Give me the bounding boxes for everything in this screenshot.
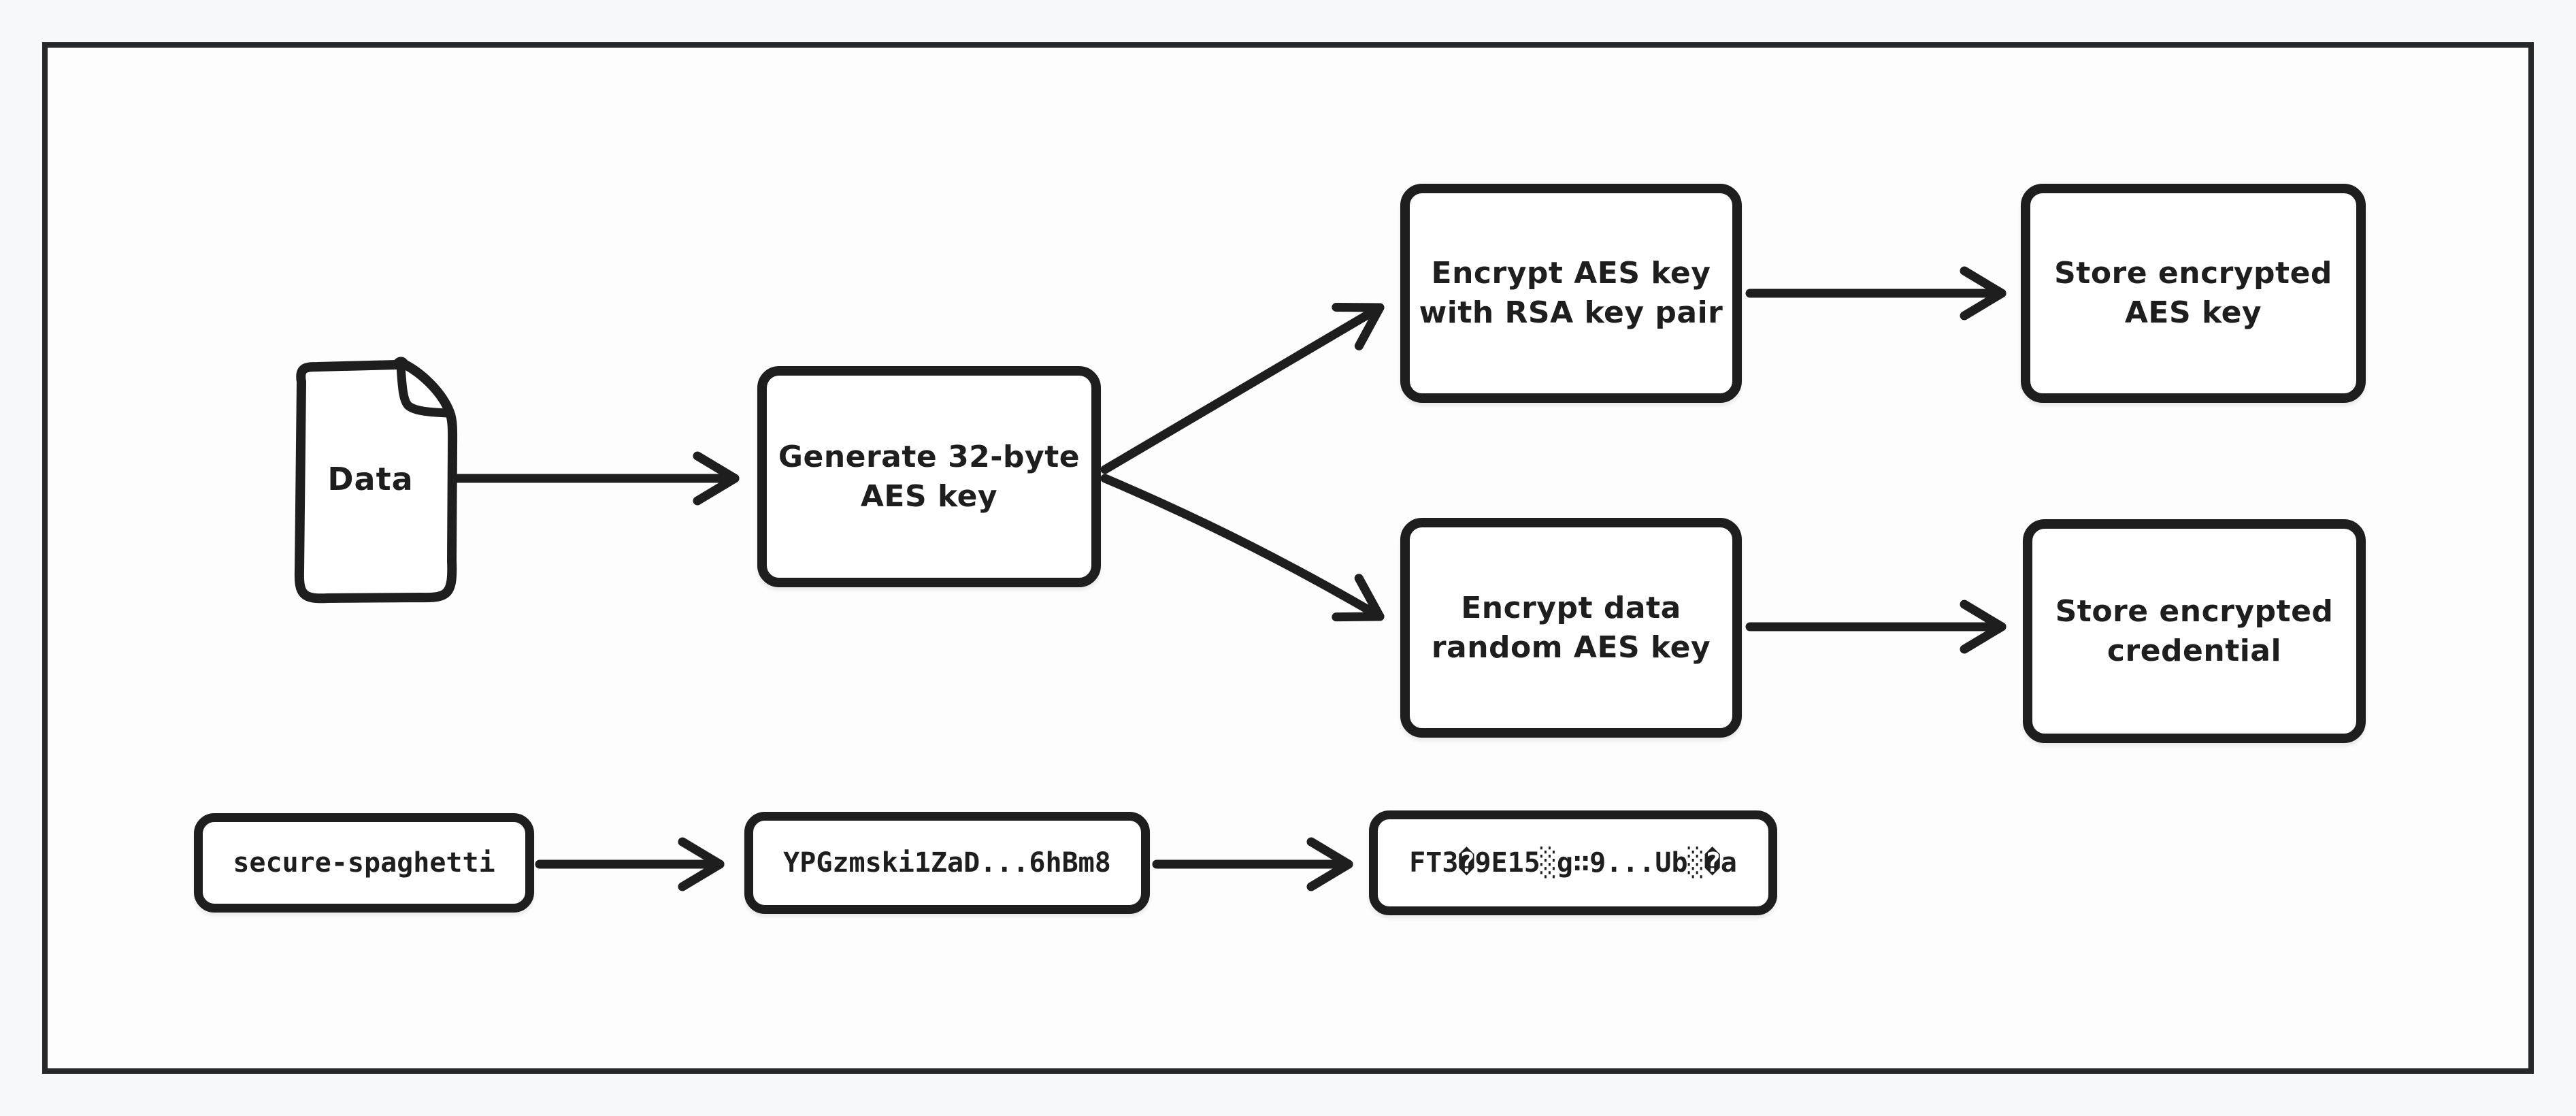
node-label-line: AES key bbox=[860, 478, 998, 514]
node-label-line: AES key bbox=[2124, 295, 2262, 330]
node-label: Data bbox=[327, 460, 414, 497]
node-label-line: Encrypt data bbox=[1461, 590, 1681, 625]
node-generate-aes-key: Generate 32-byte AES key bbox=[757, 366, 1101, 587]
node-label-line: credential bbox=[2107, 633, 2282, 668]
node-data-document-label: Data bbox=[288, 359, 453, 599]
node-label-line: Store encrypted bbox=[2055, 593, 2334, 629]
node-label-line: Encrypt AES key bbox=[1431, 256, 1711, 291]
chip-encoded-key-preview: YPGzmski1ZaD...6hBm8 bbox=[744, 812, 1150, 914]
chip-text: FT3�9E15░g∷9...Ub░�a bbox=[1409, 847, 1737, 879]
chip-encrypted-value-preview: FT3�9E15░g∷9...Ub░�a bbox=[1369, 810, 1777, 915]
node-encrypt-aes-key-rsa: Encrypt AES key with RSA key pair bbox=[1400, 184, 1742, 403]
node-label-line: random AES key bbox=[1431, 629, 1711, 665]
chip-text: secure-spaghetti bbox=[233, 847, 495, 879]
node-encrypt-data-random-aes: Encrypt data random AES key bbox=[1400, 518, 1742, 738]
node-label-line: Generate 32-byte bbox=[778, 439, 1080, 474]
node-store-encrypted-aes-key: Store encrypted AES key bbox=[2021, 184, 2366, 403]
node-label-line: with RSA key pair bbox=[1419, 295, 1723, 330]
node-label-line: Store encrypted bbox=[2054, 256, 2332, 291]
chip-plaintext-secret: secure-spaghetti bbox=[194, 813, 534, 913]
node-store-encrypted-credential: Store encrypted credential bbox=[2023, 519, 2366, 743]
chip-text: YPGzmski1ZaD...6hBm8 bbox=[783, 847, 1111, 879]
